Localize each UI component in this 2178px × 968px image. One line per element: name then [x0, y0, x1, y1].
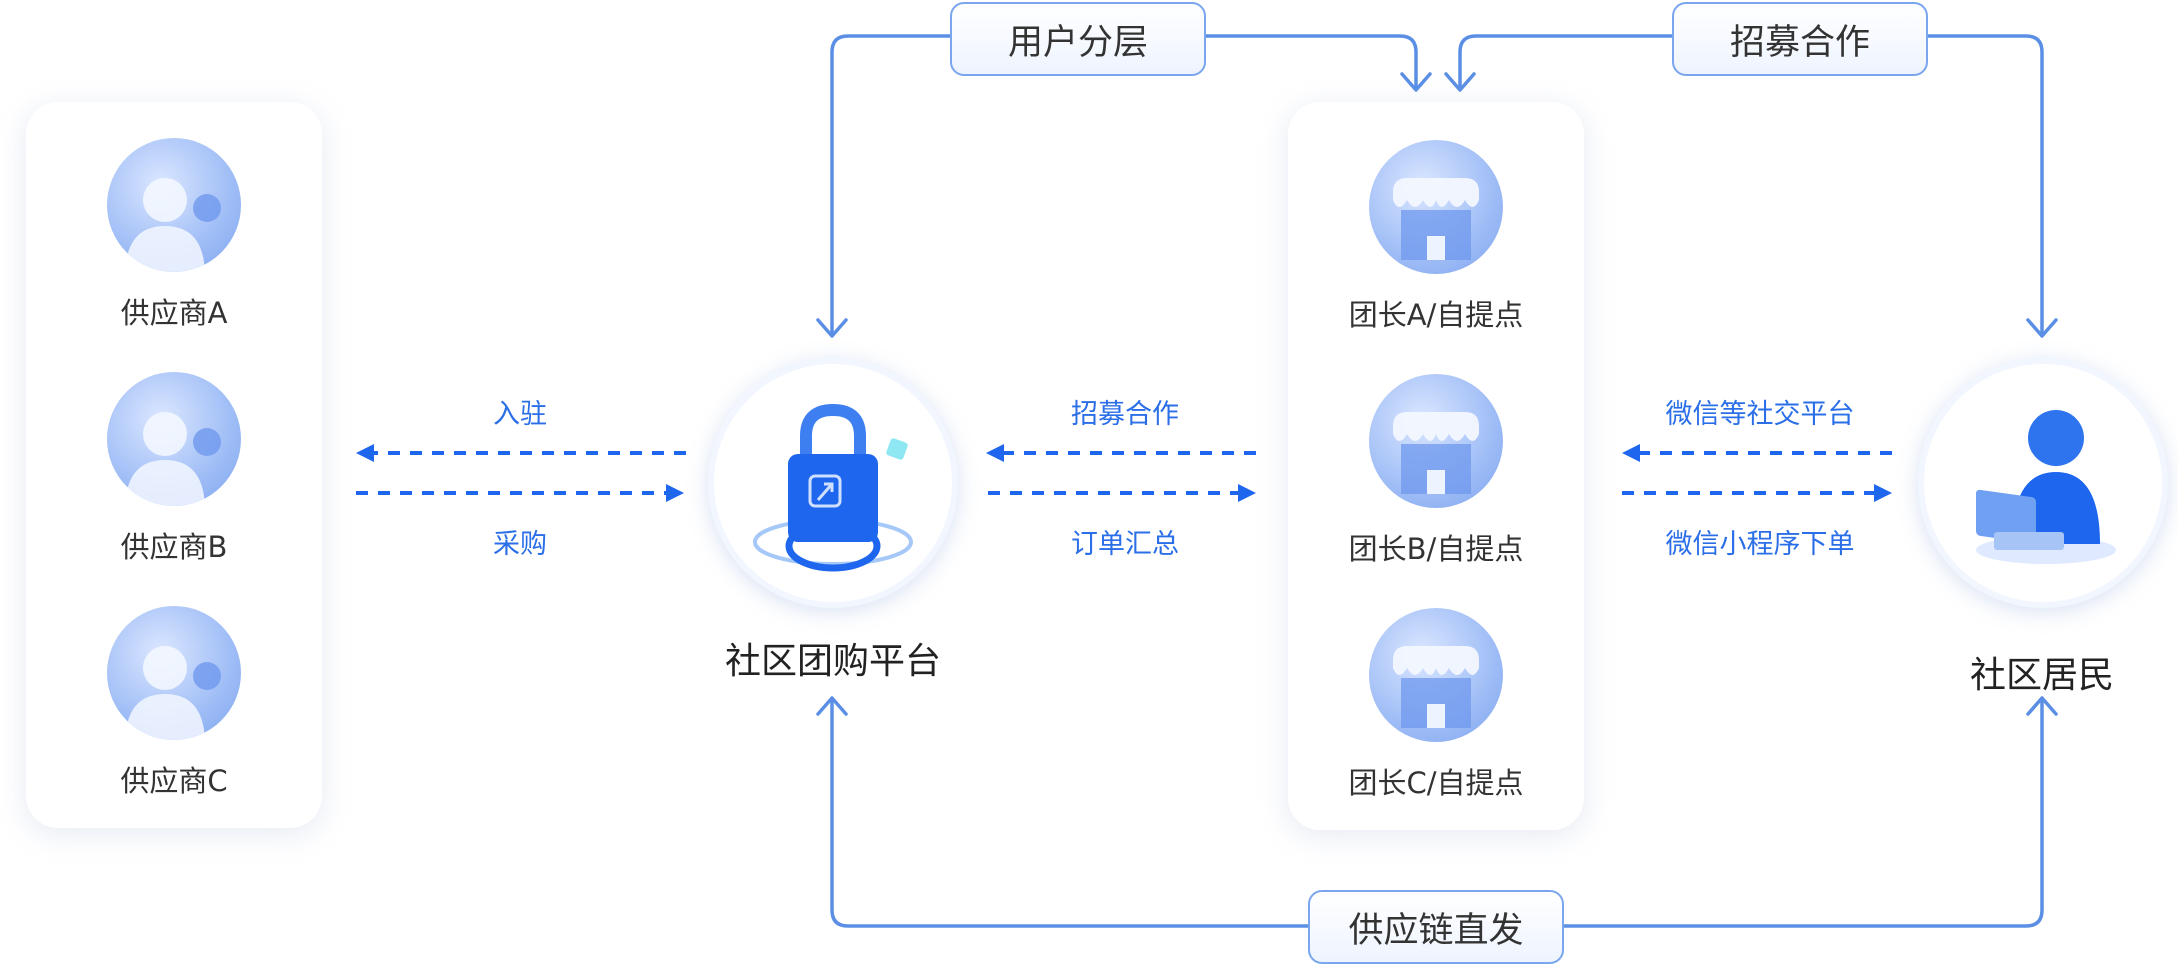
loop-user-tier	[816, 34, 1432, 338]
dashed-flow-supplier-platform	[356, 451, 686, 495]
dashed-flow-leader-resident	[1622, 451, 1892, 495]
resident-label: 社区居民	[1969, 655, 2114, 696]
flow-label-settle-in: 入驻	[493, 399, 547, 430]
supplier-node-b: 供应商B	[54, 372, 294, 566]
storefront-icon	[1369, 140, 1503, 274]
storefront-icon	[1369, 374, 1503, 508]
dashed-flow-platform-leader	[988, 451, 1256, 495]
arrowhead-right	[666, 484, 684, 502]
pill-user-tier: 用户分层	[950, 2, 1206, 76]
leader-node-b: 团长B/自提点	[1316, 374, 1556, 568]
leader-label: 团长A/自提点	[1348, 298, 1524, 332]
supplier-label: 供应商B	[120, 530, 228, 564]
pill-recruit: 招募合作	[1672, 2, 1928, 76]
platform-circle	[708, 358, 958, 608]
lock-icon	[753, 403, 913, 572]
person-icon	[107, 138, 241, 272]
flow-label-recruit: 招募合作	[1071, 399, 1179, 430]
leader-label: 团长B/自提点	[1348, 532, 1524, 566]
flow-label-social-platform: 微信等社交平台	[1665, 399, 1855, 430]
flow-label-order-summary: 订单汇总	[1071, 529, 1179, 560]
person-icon	[107, 372, 241, 506]
supplier-label: 供应商C	[120, 764, 228, 798]
supplier-node-a: 供应商A	[54, 138, 294, 332]
flow-label-mini-program: 微信小程序下单	[1665, 529, 1855, 560]
flow-label-purchase: 采购	[493, 529, 547, 560]
storefront-icon	[1369, 608, 1503, 742]
loop-recruit	[1444, 34, 2058, 338]
resident-computer-icon	[1976, 410, 2116, 564]
person-icon	[107, 606, 241, 740]
pill-supply-chain: 供应链直发	[1308, 890, 1564, 964]
arrowhead-left	[356, 444, 374, 462]
supplier-node-c: 供应商C	[54, 606, 294, 800]
leader-label: 团长C/自提点	[1348, 766, 1524, 800]
leader-node-a: 团长A/自提点	[1316, 140, 1556, 334]
leader-node-c: 团长C/自提点	[1316, 608, 1556, 802]
resident-circle	[1918, 358, 2168, 608]
loop-supply-chain	[816, 696, 2058, 928]
supplier-label: 供应商A	[120, 296, 228, 330]
platform-label: 社区团购平台	[724, 641, 941, 682]
